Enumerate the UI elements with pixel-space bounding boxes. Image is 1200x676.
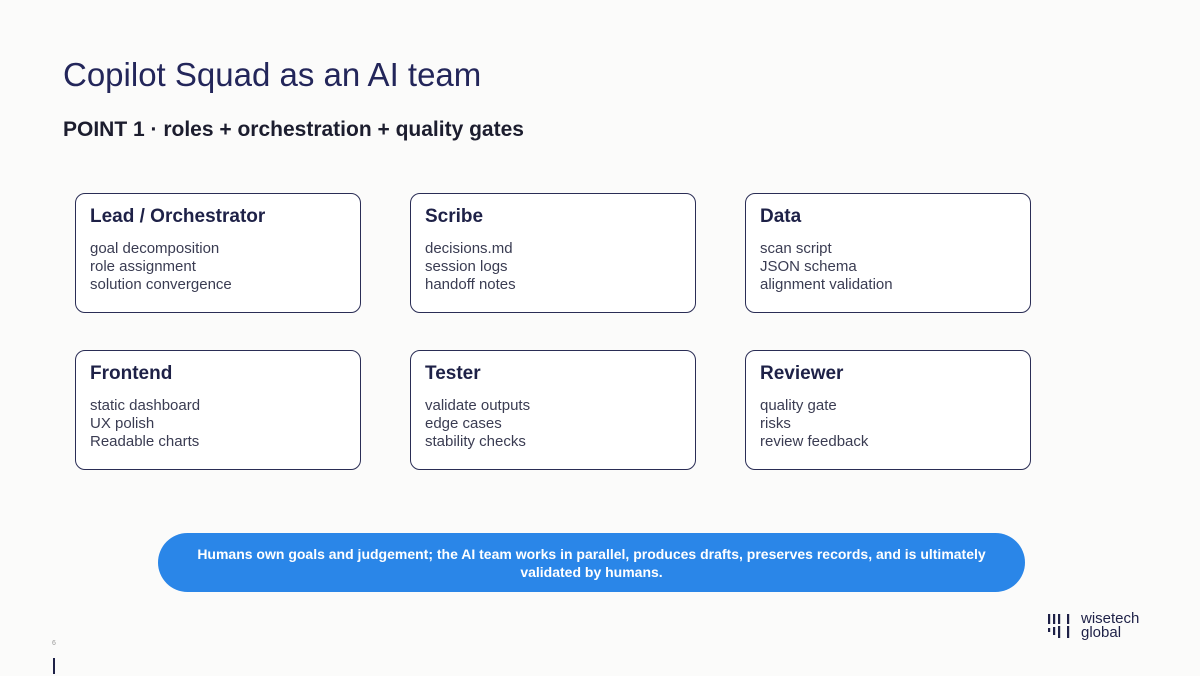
card-title: Lead / Orchestrator: [90, 206, 266, 227]
card-title: Reviewer: [760, 363, 844, 384]
card-reviewer: Reviewer quality gate risks review feedb…: [745, 350, 1031, 470]
card-title: Tester: [425, 363, 481, 384]
corner-accent-bar: [53, 658, 55, 674]
card-item: alignment validation: [760, 276, 893, 293]
page-number: 6: [52, 640, 56, 647]
summary-banner-text: Humans own goals and judgement; the AI t…: [197, 545, 986, 580]
card-item: handoff notes: [425, 276, 516, 293]
card-tester: Tester validate outputs edge cases stabi…: [410, 350, 696, 470]
card-item: JSON schema: [760, 258, 857, 275]
card-item: scan script: [760, 240, 832, 257]
logo-line-2: global: [1081, 624, 1122, 641]
logo-wordmark: wisetech global: [1081, 610, 1140, 641]
card-title: Frontend: [90, 363, 173, 384]
card-scribe: Scribe decisions.md session logs handoff…: [410, 193, 696, 313]
card-item: decisions.md: [425, 240, 513, 257]
wisetech-bars-icon: [1048, 614, 1070, 638]
card-item: edge cases: [425, 415, 502, 432]
card-item: validate outputs: [425, 397, 531, 414]
card-item: quality gate: [760, 397, 837, 414]
card-item: solution convergence: [90, 276, 232, 293]
summary-banner: Humans own goals and judgement; the AI t…: [158, 533, 1025, 592]
card-item: review feedback: [760, 433, 869, 450]
card-title: Data: [760, 206, 802, 227]
slide-title: Copilot Squad as an AI team: [63, 56, 482, 93]
card-item: static dashboard: [90, 397, 201, 414]
card-data: Data scan script JSON schema alignment v…: [745, 193, 1031, 313]
card-item: Readable charts: [90, 433, 200, 450]
card-frontend: Frontend static dashboard UX polish Read…: [75, 350, 361, 470]
card-item: session logs: [425, 258, 508, 275]
logo-line-1: wisetech: [1081, 610, 1140, 627]
role-cards-grid: Lead / Orchestrator goal decomposition r…: [75, 193, 1031, 470]
slide-subtitle: POINT 1 · roles + orchestration + qualit…: [63, 118, 524, 141]
company-logo: wisetech global: [1047, 610, 1140, 641]
card-item: stability checks: [425, 433, 526, 450]
card-item: risks: [760, 415, 791, 432]
card-item: UX polish: [90, 415, 155, 432]
card-lead-orchestrator: Lead / Orchestrator goal decomposition r…: [75, 193, 361, 313]
card-title: Scribe: [425, 206, 484, 227]
card-item: goal decomposition: [90, 240, 220, 257]
card-item: role assignment: [90, 258, 196, 275]
